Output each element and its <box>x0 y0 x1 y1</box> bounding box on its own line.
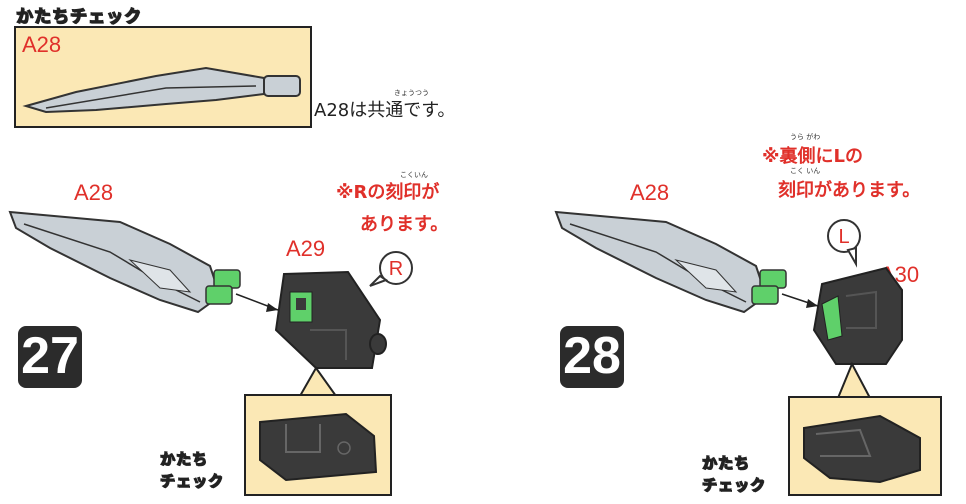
common-note: きょうつう A28は共通です。 <box>314 89 456 122</box>
step27-check-title-1: かたち <box>159 449 209 468</box>
step27-note-line1: ※Rの刻印が <box>336 182 440 203</box>
step27-check-box <box>244 394 392 496</box>
step28-note-line2: 刻印があります。 <box>778 180 921 201</box>
step28-check-title-1: かたち <box>701 453 751 472</box>
step28-check-box <box>788 396 942 496</box>
step27-r-bubble <box>379 251 413 285</box>
step28-note-ruby1: うら がわ <box>790 133 821 141</box>
common-note-ruby: きょうつう <box>394 89 429 97</box>
step27-r-mark: R <box>389 258 403 280</box>
top-part-label: A28 <box>22 32 62 57</box>
step27-a28-label: A28 <box>74 180 114 205</box>
a28-blade-top <box>22 66 301 114</box>
top-check-title: かたちチェック <box>15 6 142 27</box>
common-note-text: A28は共通です。 <box>314 100 456 121</box>
step28-l-bubble <box>827 219 861 253</box>
step28-check-title-2: チェック <box>701 475 767 494</box>
step28-diagram: L <box>554 210 903 399</box>
step28-peg-lower <box>751 285 779 305</box>
step27-note-ruby: こくいん <box>400 171 428 179</box>
step-27-number: 27 <box>18 326 82 388</box>
step27-peg-lower <box>205 285 233 305</box>
step-28-number: 28 <box>560 326 624 388</box>
step28-a30-part <box>812 266 903 365</box>
step27-diagram: R <box>8 210 413 397</box>
step27-check-part <box>259 412 378 482</box>
step27-check-title-2: チェック <box>159 471 225 490</box>
step28-check-part <box>803 414 921 484</box>
step28-a28-label: A28 <box>630 180 670 205</box>
step27-note-line2: あります。 <box>360 214 449 235</box>
step28-note-line1: ※裏側にLの <box>762 146 863 167</box>
top-check-box: A28 <box>14 26 312 128</box>
step27-a29-label: A29 <box>286 236 326 261</box>
step28-note-ruby2: こく いん <box>790 167 821 175</box>
step28-l-mark: L <box>838 226 849 248</box>
